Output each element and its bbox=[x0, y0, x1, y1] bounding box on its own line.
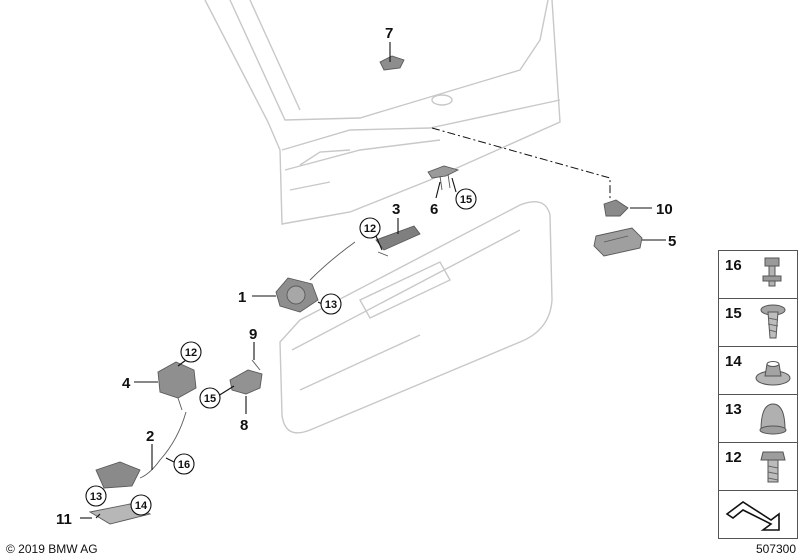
part-4-lock bbox=[157, 361, 197, 411]
callout-11: 11 bbox=[56, 511, 72, 528]
callout-15a-circle bbox=[455, 188, 477, 210]
callout-15b: 15 bbox=[204, 393, 216, 405]
screw-icon bbox=[760, 304, 786, 339]
callout-7: 7 bbox=[385, 25, 393, 42]
bumper-trim-outline bbox=[279, 201, 553, 434]
callout-1: 1 bbox=[238, 289, 246, 306]
callout-13a-circle bbox=[320, 293, 342, 315]
callout-5: 5 bbox=[668, 233, 676, 250]
part-7-bracket bbox=[379, 55, 405, 71]
callout-14-circle bbox=[130, 494, 152, 516]
legend-item-arrow bbox=[718, 490, 798, 539]
legend-label-16: 16 bbox=[725, 257, 742, 274]
diagram-number: 507300 bbox=[755, 542, 796, 556]
part-1-lock bbox=[275, 241, 356, 313]
callout-2: 2 bbox=[146, 428, 154, 445]
part-5-module bbox=[593, 227, 643, 257]
clip-bolt-icon bbox=[762, 257, 782, 287]
legend-label-14: 14 bbox=[725, 353, 742, 370]
callout-10: 10 bbox=[656, 201, 673, 218]
reference-dashed-line bbox=[431, 127, 611, 200]
callout-12b-circle bbox=[180, 341, 202, 363]
legend-item-16: 16 bbox=[718, 250, 798, 298]
copyright-text: © 2019 BMW AG bbox=[6, 542, 98, 556]
legend-label-13: 13 bbox=[725, 401, 742, 418]
callout-8: 8 bbox=[240, 417, 248, 434]
tailgate-outline bbox=[204, 0, 561, 225]
callout-13b: 13 bbox=[90, 491, 102, 503]
arrow-icon bbox=[725, 501, 780, 531]
callout-13b-circle bbox=[85, 485, 107, 507]
legend-label-15: 15 bbox=[725, 305, 742, 322]
callout-16-circle bbox=[173, 453, 195, 475]
callout-12a: 12 bbox=[364, 223, 376, 235]
callout-14: 14 bbox=[135, 500, 148, 512]
callout-3: 3 bbox=[392, 201, 400, 218]
callout-16: 16 bbox=[178, 459, 190, 471]
cap-nut-icon bbox=[759, 403, 787, 435]
part-3-actuator bbox=[375, 225, 421, 257]
part-6-striker bbox=[427, 165, 460, 191]
legend-item-14: 14 bbox=[718, 346, 798, 394]
hex-bolt-icon bbox=[760, 451, 786, 483]
leader-lines bbox=[80, 42, 666, 519]
legend-item-15: 15 bbox=[718, 298, 798, 346]
callout-9: 9 bbox=[249, 326, 257, 343]
legend-item-12: 12 bbox=[718, 442, 798, 490]
callout-15a: 15 bbox=[460, 194, 472, 206]
callout-12a-circle bbox=[359, 217, 381, 239]
fastener-legend: 16 15 14 13 12 bbox=[718, 250, 798, 539]
callout-4: 4 bbox=[122, 375, 131, 392]
callout-12b: 12 bbox=[185, 347, 197, 359]
legend-label-12: 12 bbox=[725, 449, 742, 466]
part-10-bracket bbox=[603, 199, 629, 217]
nut-icon bbox=[755, 361, 791, 386]
part-2-cable bbox=[139, 411, 187, 479]
callout-13a: 13 bbox=[325, 299, 337, 311]
part-8-9-bracket bbox=[229, 359, 263, 395]
legend-item-13: 13 bbox=[718, 394, 798, 442]
callout-6: 6 bbox=[430, 201, 438, 218]
callout-15b-circle bbox=[199, 387, 221, 409]
